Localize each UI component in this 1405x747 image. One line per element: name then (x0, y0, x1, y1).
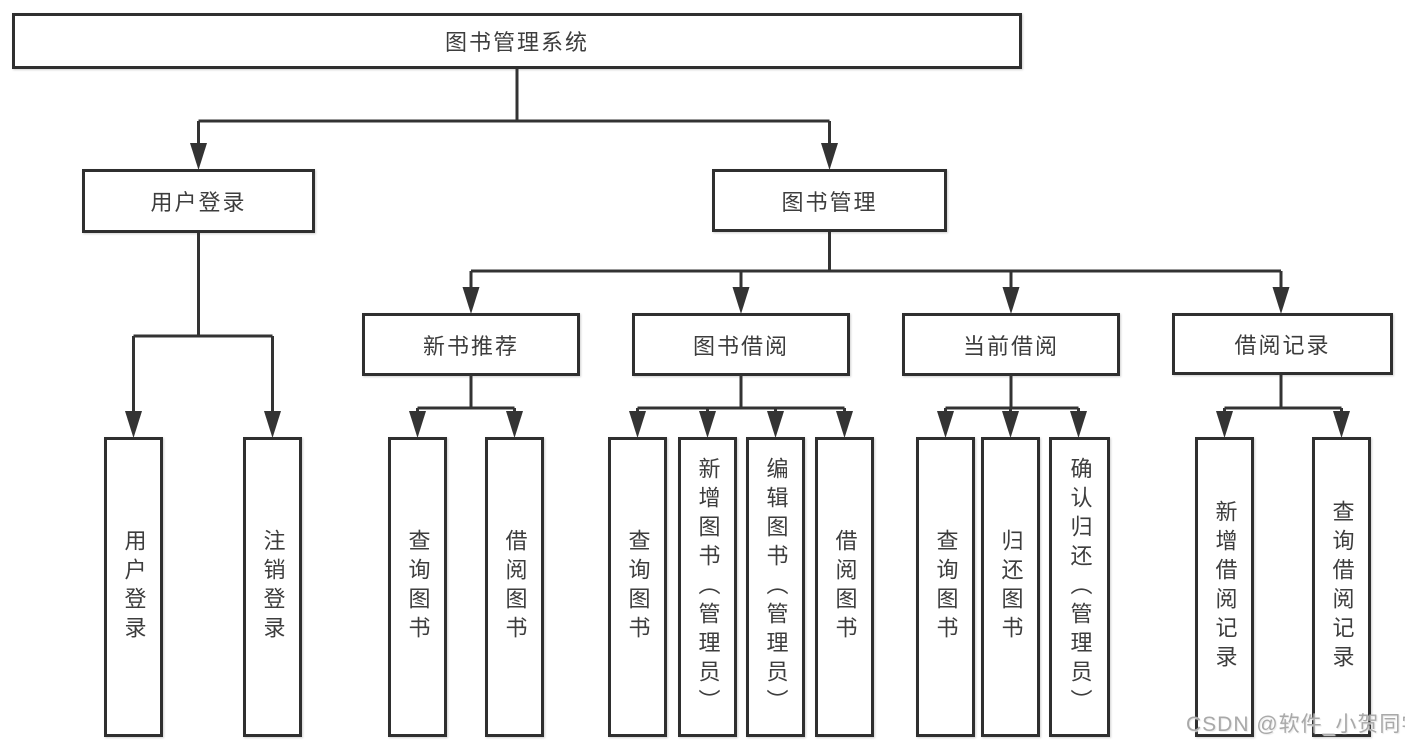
arrowhead-icon (462, 287, 480, 314)
leaf-borrow-books: 借阅图书 (815, 437, 874, 737)
leaf-add-borrow-record: 新增借阅记录 (1195, 437, 1254, 737)
arrowhead-icon (125, 411, 142, 438)
node-label: 查询图书 (405, 529, 431, 645)
node-label: 图书借阅 (692, 333, 789, 359)
leaf-edit-book-admin: 编辑图书（管理员） (746, 437, 805, 737)
node-label: 确认归还（管理员） (1067, 456, 1093, 718)
node-label: 新增图书（管理员） (695, 456, 721, 718)
node-label: 查询图书 (625, 529, 651, 645)
arrowhead-icon (1272, 287, 1290, 314)
node-label: 借阅图书 (832, 529, 858, 645)
arrowhead-icon (767, 411, 784, 438)
node-label: 借阅图书 (502, 529, 528, 645)
node-label: 图书管理 (781, 189, 878, 215)
arrowhead-icon (1002, 411, 1019, 438)
node-user-login: 用户登录 (82, 169, 315, 233)
node-label: 用户登录 (121, 529, 147, 645)
leaf-query-books-recommend: 查询图书 (388, 437, 447, 737)
arrowhead-icon (506, 411, 523, 438)
arrowhead-icon (821, 143, 838, 170)
node-label: 用户登录 (150, 190, 247, 215)
node-label: 新书推荐 (422, 333, 519, 359)
leaf-query-books-borrow: 查询图书 (608, 437, 667, 737)
arrowhead-icon (836, 411, 853, 438)
arrowhead-icon (409, 411, 426, 438)
node-label: 新增借阅记录 (1212, 500, 1238, 674)
arrowhead-icon (937, 411, 954, 438)
arrowhead-icon (264, 411, 281, 438)
leaf-return-book: 归还图书 (981, 437, 1040, 737)
node-label: 查询图书 (933, 529, 959, 645)
leaf-query-books-current: 查询图书 (916, 437, 975, 737)
leaf-logout: 注销登录 (243, 437, 302, 737)
leaf-add-book-admin: 新增图书（管理员） (678, 437, 737, 737)
node-label: 查询借阅记录 (1329, 500, 1355, 674)
leaf-user-login: 用户登录 (104, 437, 163, 737)
leaf-confirm-return-admin: 确认归还（管理员） (1049, 437, 1110, 737)
node-label: 当前借阅 (962, 333, 1059, 359)
csdn-watermark: CSDN @软件_小贺同学 (1186, 713, 1405, 736)
node-label: 注销登录 (260, 529, 286, 645)
node-label: 图书管理系统 (444, 30, 589, 55)
node-library-system: 图书管理系统 (12, 13, 1022, 69)
node-label: 编辑图书（管理员） (763, 456, 789, 718)
arrowhead-icon (732, 287, 750, 314)
arrowhead-icon (1002, 287, 1020, 314)
arrowhead-icon (699, 411, 716, 438)
node-current-borrow: 当前借阅 (902, 313, 1120, 376)
node-new-book-recommend: 新书推荐 (362, 313, 580, 376)
node-label: 归还图书 (998, 529, 1024, 645)
leaf-borrow-books-recommend: 借阅图书 (485, 437, 544, 737)
arrowhead-icon (1333, 411, 1350, 438)
node-book-borrow: 图书借阅 (632, 313, 850, 376)
node-borrow-records: 借阅记录 (1172, 313, 1393, 375)
leaf-query-borrow-record: 查询借阅记录 (1312, 437, 1371, 737)
node-label: 借阅记录 (1234, 333, 1331, 358)
node-book-management: 图书管理 (712, 169, 947, 232)
arrowhead-icon (1070, 411, 1087, 438)
arrowhead-icon (1216, 411, 1233, 438)
arrowhead-icon (629, 411, 646, 438)
arrowhead-icon (190, 143, 207, 170)
